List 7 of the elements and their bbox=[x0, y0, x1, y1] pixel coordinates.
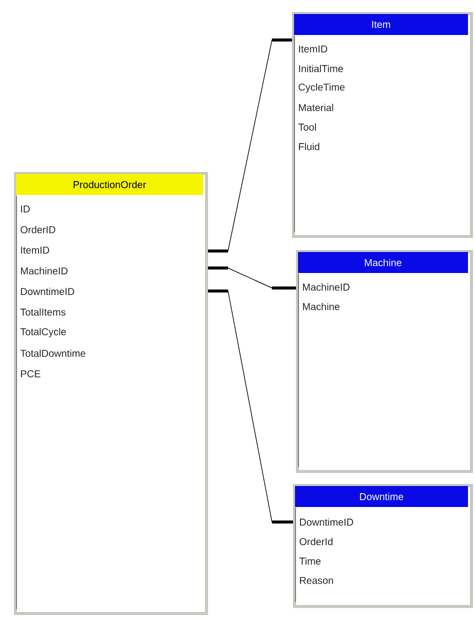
table-box: Item ItemID InitialTime CycleTime Material Tool Fluid bbox=[292, 12, 473, 238]
table-box: Machine MachineID Machine bbox=[296, 250, 473, 473]
table-box: ProductionOrder ID OrderID ItemID MachineID DowntimeID TotalItems TotalCycle TotalDowntime PCE bbox=[14, 172, 208, 615]
table-box: Downtime DowntimeID OrderId Time Reason bbox=[293, 484, 473, 608]
relationship-line bbox=[208, 38, 292, 252]
relationship-line bbox=[208, 290, 294, 524]
relationship-line bbox=[208, 266, 296, 290]
